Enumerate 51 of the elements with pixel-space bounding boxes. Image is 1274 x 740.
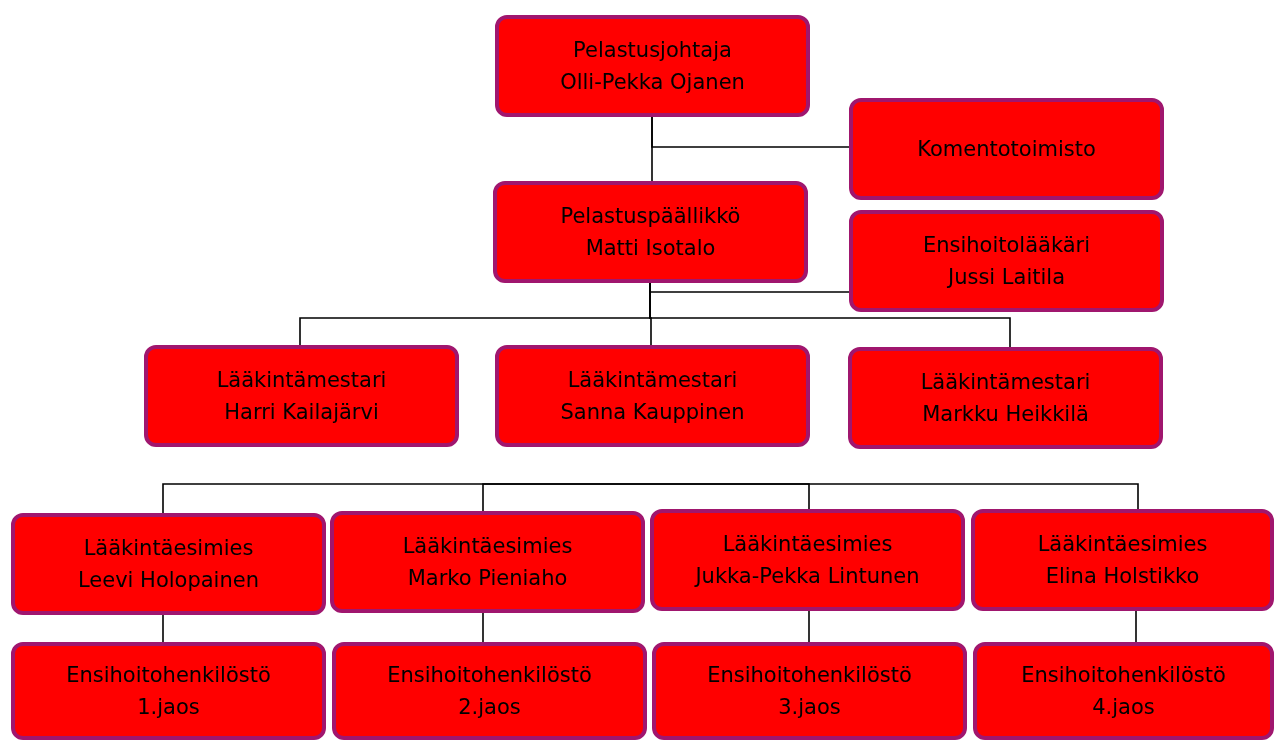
connector-line — [482, 612, 484, 643]
connector-line — [651, 116, 850, 148]
org-box — [495, 15, 810, 117]
role-title: Ensihoitohenkilöstö — [387, 662, 592, 689]
person-name: Elina Holstikko — [1045, 563, 1200, 590]
role-title: Lääkintäesimies — [83, 535, 254, 562]
connector-line — [649, 483, 1139, 510]
connector-line — [162, 614, 164, 643]
org-box — [848, 347, 1163, 449]
org-box — [493, 181, 808, 283]
role-title: Ensihoitolääkäri — [922, 232, 1091, 259]
role-title: Ensihoitohenkilöstö — [1021, 662, 1226, 689]
person-name: Sanna Kauppinen — [560, 399, 745, 426]
connector-line — [482, 483, 651, 512]
role-title: Lääkintäesimies — [722, 531, 893, 558]
org-box — [11, 513, 326, 615]
role-title: Lääkintämestari — [567, 367, 738, 394]
person-name: 3.jaos — [778, 694, 841, 721]
org-box — [971, 509, 1274, 611]
role-title: Pelastusjohtaja — [573, 37, 732, 64]
role-title: Lääkintämestari — [216, 367, 387, 394]
connector-line — [1135, 610, 1137, 643]
org-box — [650, 509, 965, 611]
person-name: Leevi Holopainen — [78, 567, 259, 594]
person-name: Harri Kailajärvi — [224, 399, 379, 426]
role-title: Lääkintäesimies — [402, 533, 573, 560]
role-title: Ensihoitohenkilöstö — [66, 662, 271, 689]
person-name: 4.jaos — [1092, 694, 1155, 721]
org-box — [144, 345, 459, 447]
org-box — [652, 642, 967, 740]
person-name: Markku Heikkilä — [922, 401, 1089, 428]
person-name: Matti Isotalo — [585, 235, 716, 262]
role-title: Lääkintämestari — [920, 369, 1091, 396]
role-title: Komentotoimisto — [917, 136, 1096, 163]
person-name: 2.jaos — [458, 694, 521, 721]
role-title: Ensihoitohenkilöstö — [707, 662, 912, 689]
person-name: 1.jaos — [137, 694, 200, 721]
person-name: Jukka-Pekka Lintunen — [695, 563, 920, 590]
person-name: Olli-Pekka Ojanen — [560, 69, 745, 96]
org-box — [973, 642, 1274, 740]
org-box — [849, 210, 1164, 312]
person-name: Jussi Laitila — [947, 264, 1066, 291]
connector-line — [808, 610, 810, 643]
role-title: Lääkintäesimies — [1037, 531, 1208, 558]
org-box — [330, 511, 645, 613]
org-box — [495, 345, 810, 447]
role-title: Pelastuspäällikkö — [560, 203, 741, 230]
org-box — [332, 642, 647, 740]
org-box — [11, 642, 326, 740]
person-name: Marko Pieniaho — [407, 565, 568, 592]
org-box — [849, 98, 1164, 200]
